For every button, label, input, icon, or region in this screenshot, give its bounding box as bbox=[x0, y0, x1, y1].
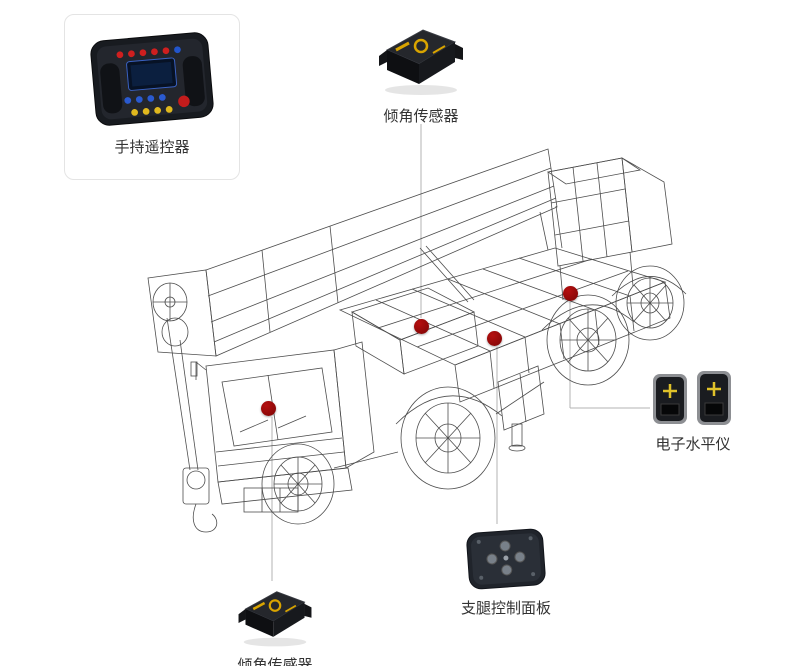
engine-hood bbox=[351, 287, 479, 375]
wheels bbox=[261, 265, 687, 525]
driver-cab bbox=[190, 341, 375, 513]
outrigger-control-panel: 支腿控制面板 bbox=[460, 526, 552, 618]
tilt-sensor-bottom-image bbox=[238, 591, 312, 647]
electronic-level-label: 电子水平仪 bbox=[655, 435, 731, 453]
tilt-sensor-top: 倾角传感器 bbox=[375, 20, 467, 126]
sensor-position-marker bbox=[486, 330, 502, 346]
tilt-sensor-top-image bbox=[379, 29, 463, 95]
boom bbox=[205, 148, 558, 357]
carrier-deck bbox=[338, 247, 671, 452]
operator-cab bbox=[539, 157, 673, 301]
sensor-position-marker bbox=[413, 318, 429, 334]
outrigger-panel-image bbox=[466, 528, 546, 590]
electronic-level: 电子水平仪 bbox=[652, 370, 734, 454]
remote-control-label: 手持遥控器 bbox=[114, 138, 190, 156]
boom-head-and-hook bbox=[147, 269, 218, 533]
remote-control-card: 手持遥控器 bbox=[64, 14, 240, 180]
electronic-level-image bbox=[653, 371, 731, 425]
tilt-sensor-bottom: 倾角传感器 bbox=[229, 583, 321, 666]
outrigger-panel-label: 支腿控制面板 bbox=[460, 599, 551, 617]
sensor-position-marker bbox=[260, 400, 276, 416]
remote-control-image bbox=[90, 32, 214, 126]
sensor-position-marker bbox=[562, 285, 578, 301]
tilt-sensor-bottom-label: 倾角传感器 bbox=[237, 656, 313, 666]
tilt-sensor-top-label: 倾角传感器 bbox=[383, 107, 459, 125]
